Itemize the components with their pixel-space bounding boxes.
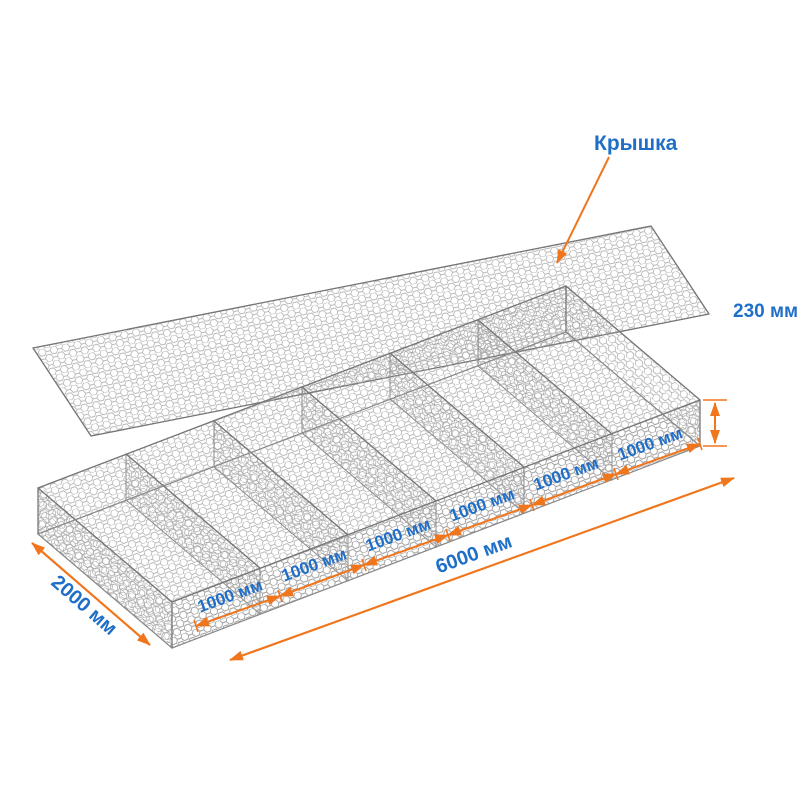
width-dimension-line <box>31 542 151 646</box>
lid-mesh-panel <box>32 225 710 437</box>
lid-leader-arrow <box>556 156 610 264</box>
lid-outline <box>32 225 710 437</box>
box-corner-edges <box>37 286 701 648</box>
height-extension-lines <box>703 399 727 447</box>
length-dimension-line <box>229 476 735 662</box>
height-dimension-label: 230 мм <box>733 301 798 322</box>
segment-line-6 <box>615 443 701 475</box>
lid-label: Крышка <box>594 132 678 155</box>
